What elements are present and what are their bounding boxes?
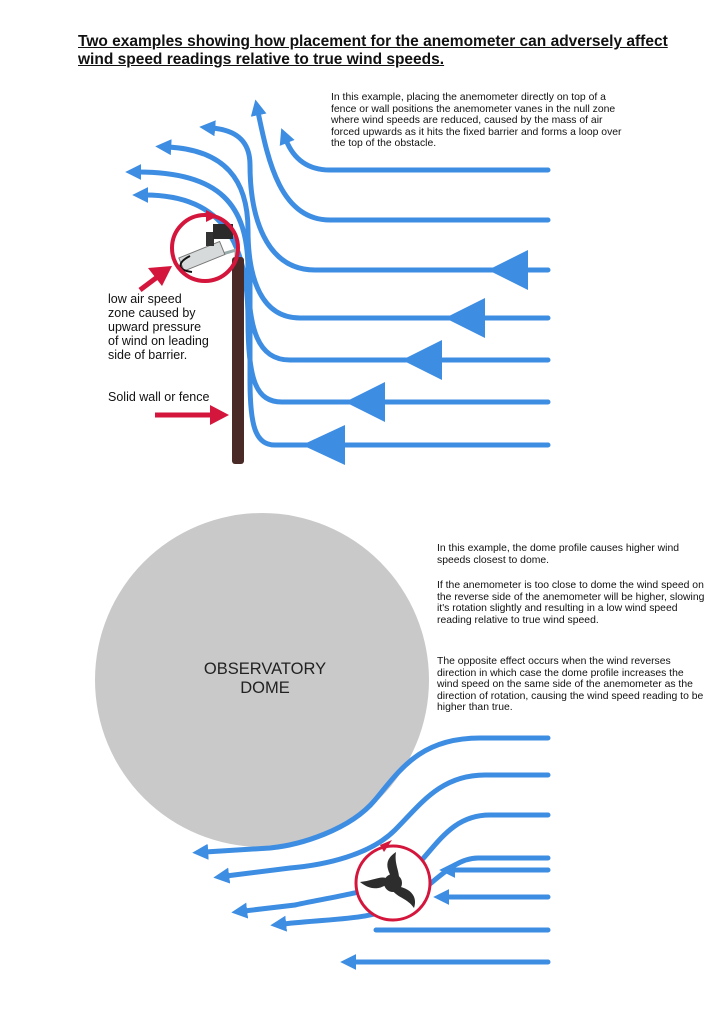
wind-streamline [192,735,551,860]
wind-arrowhead [345,382,385,422]
low-air-speed-label: low air speed zone caused by upward pres… [108,292,209,362]
page-title: Two examples showing how placement for t… [78,33,668,68]
wind-arrowhead [488,250,528,290]
wall-wind-flow [125,99,551,448]
wind-streamline [279,128,551,173]
wind-streamline [247,265,551,448]
wind-streamline [250,99,551,223]
wind-streamline [213,772,551,884]
observatory-dome [95,513,429,847]
dome-example-paragraph-1: In this example, the dome profile causes… [437,543,680,566]
wind-arrowhead [445,298,485,338]
wall-example-description: In this example, placing the anemometer … [331,92,622,149]
wind-streamline [199,120,551,273]
dome-example-paragraph-3: The opposite effect occurs when the wind… [437,656,704,713]
highlight-circle-arrow [380,840,392,852]
dome-label: OBSERVATORY DOME [203,660,327,697]
wind-arrowheads [302,250,528,465]
wind-streamline [155,139,551,321]
wind-arrowhead [402,340,442,380]
red-pointer-arrows [138,266,229,425]
wall-post [232,257,244,464]
dome-example-paragraph-2: If the anemometer is too close to dome t… [437,580,705,626]
anemometer-on-wall [178,224,238,273]
wind-arrowhead [302,425,345,465]
anemometer-near-dome [354,840,432,922]
highlight-circle-arrow [206,210,218,222]
null-zone-highlight [170,213,240,283]
wall-label: Solid wall or fence [108,390,210,404]
fan-icon [360,852,416,908]
